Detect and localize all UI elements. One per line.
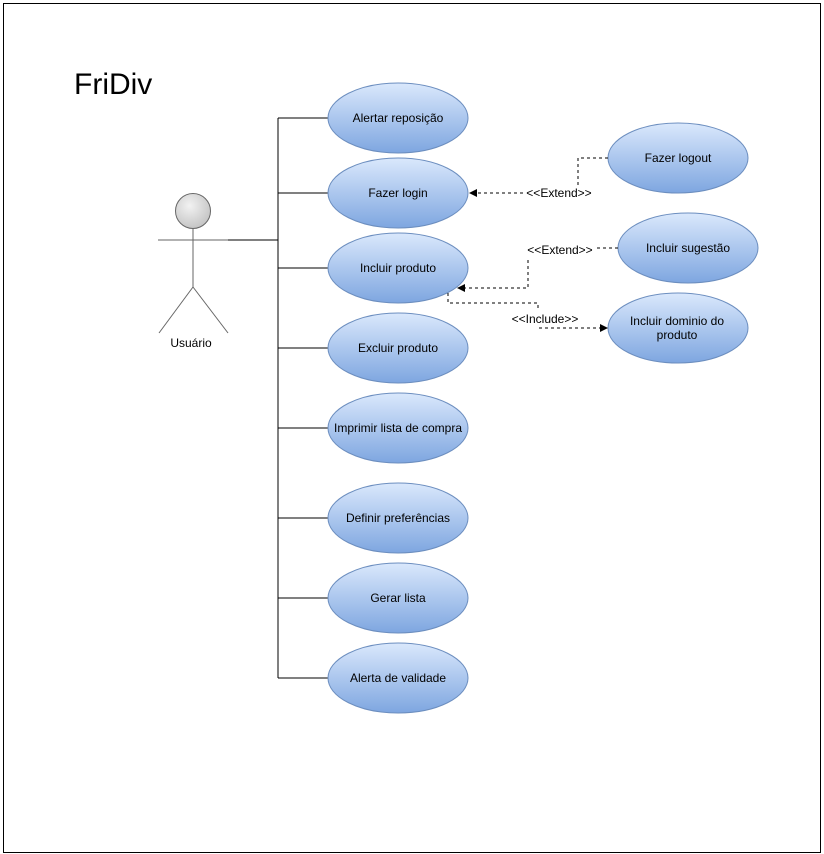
use-case-alertar-reposicao[interactable]: Alertar reposição — [327, 82, 469, 154]
use-case-gerar-lista[interactable]: Gerar lista — [327, 562, 469, 634]
use-case-excluir-produto[interactable]: Excluir produto — [327, 312, 469, 384]
use-case-label-line2: produto — [657, 328, 698, 342]
relation-extend-logout: <<Extend>> — [469, 157, 608, 200]
use-case-label: Fazer logout — [645, 151, 712, 165]
use-case-label: Incluir produto — [360, 261, 436, 275]
actor-head — [175, 193, 211, 229]
extend-sugestao-label: <<Extend>> — [527, 243, 592, 257]
diagram-title: FriDiv — [74, 68, 152, 101]
use-case-label: Imprimir lista de compra — [334, 421, 462, 435]
use-case-label: Alertar reposição — [353, 111, 444, 125]
extend-sugestao-label-bg — [526, 242, 594, 257]
actor-label: Usuário — [170, 336, 212, 350]
actor-usuario[interactable]: Usuário — [158, 193, 229, 351]
relation-include-dominio: <<Include>> — [447, 293, 608, 332]
use-case-fazer-login[interactable]: Fazer login — [327, 157, 469, 229]
actor-right-leg — [192, 286, 229, 334]
use-case-incluir-sugestao[interactable]: Incluir sugestão — [617, 212, 759, 284]
use-case-alerta-validade[interactable]: Alerta de validade — [327, 642, 469, 714]
use-case-label: Definir preferências — [346, 511, 450, 525]
extend-logout-line — [469, 157, 608, 197]
relation-extend-sugestao: <<Extend>> — [457, 242, 618, 292]
use-case-incluir-produto[interactable]: Incluir produto — [327, 232, 469, 304]
use-case-definir-preferencias[interactable]: Definir preferências — [327, 482, 469, 554]
include-dominio-label-bg — [510, 311, 580, 326]
use-case-label: Alerta de validade — [350, 671, 446, 685]
include-dominio-label: <<Include>> — [512, 312, 579, 326]
use-case-label-line1: Incluir dominio do — [630, 314, 724, 328]
use-case-incluir-dominio[interactable]: Incluir dominio do produto — [607, 292, 749, 364]
extend-logout-label: <<Extend>> — [526, 186, 591, 200]
use-case-label: Excluir produto — [358, 341, 438, 355]
extend-logout-label-bg — [525, 185, 593, 200]
include-dominio-line — [447, 293, 608, 332]
actor-left-leg — [158, 286, 194, 334]
use-case-label: Gerar lista — [370, 591, 426, 605]
association-lines — [228, 117, 329, 679]
use-case-fazer-logout[interactable]: Fazer logout — [607, 122, 749, 194]
use-case-imprimir-lista[interactable]: Imprimir lista de compra — [327, 392, 469, 464]
use-case-label: Incluir sugestão — [646, 241, 730, 255]
use-case-label: Fazer login — [368, 186, 427, 200]
